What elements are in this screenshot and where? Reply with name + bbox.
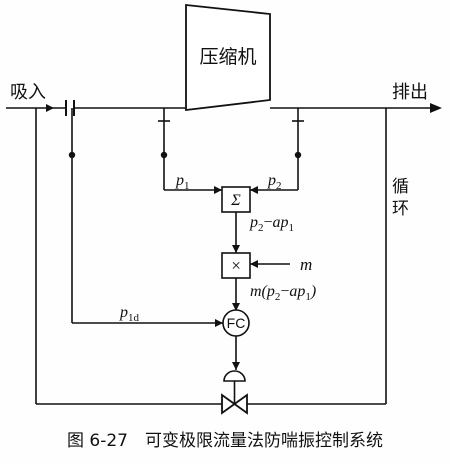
p1-label: p1: [175, 172, 190, 192]
recycle-label-top: 循: [392, 177, 409, 197]
fc-label: FC: [227, 315, 246, 331]
summer-to-multiplier-arrow: [232, 245, 240, 253]
multiplier-to-fc-arrow: [232, 303, 240, 311]
m-signal-arrow: [250, 260, 258, 268]
outlet-arrow: [430, 103, 442, 113]
p1d-label: p1d: [119, 304, 140, 324]
p2-label: p2: [267, 172, 282, 192]
inlet-label: 吸入: [10, 82, 46, 103]
p2-signal-arrow: [250, 186, 258, 194]
summer-symbol: Σ: [230, 192, 241, 209]
p1-signal-arrow: [214, 186, 222, 194]
fc-to-valve-arrow: [232, 362, 240, 370]
multiplier-block: [221, 252, 251, 279]
compressor-shape: [185, 3, 271, 112]
outlet-label: 排出: [392, 82, 428, 103]
p1-connection-dot: [160, 151, 168, 159]
m-label: m: [300, 255, 312, 274]
recycle-label-bottom: 环: [392, 199, 409, 219]
compressor-label: 压缩机: [199, 46, 256, 68]
multiplier-symbol: ×: [230, 256, 241, 275]
figure-caption: 图 6-27 可变极限流量法防喘振控制系统: [67, 431, 383, 451]
p2-connection-dot: [294, 151, 302, 159]
expr-mult-label: m(p2−ap1): [250, 283, 316, 303]
p1d-signal-arrow: [215, 319, 223, 327]
expr-sum-label: p2−ap1: [249, 214, 294, 234]
p1d-connection-dot: [68, 151, 76, 159]
inlet-arrow: [46, 104, 54, 112]
control-valve-actuator: [223, 370, 246, 382]
